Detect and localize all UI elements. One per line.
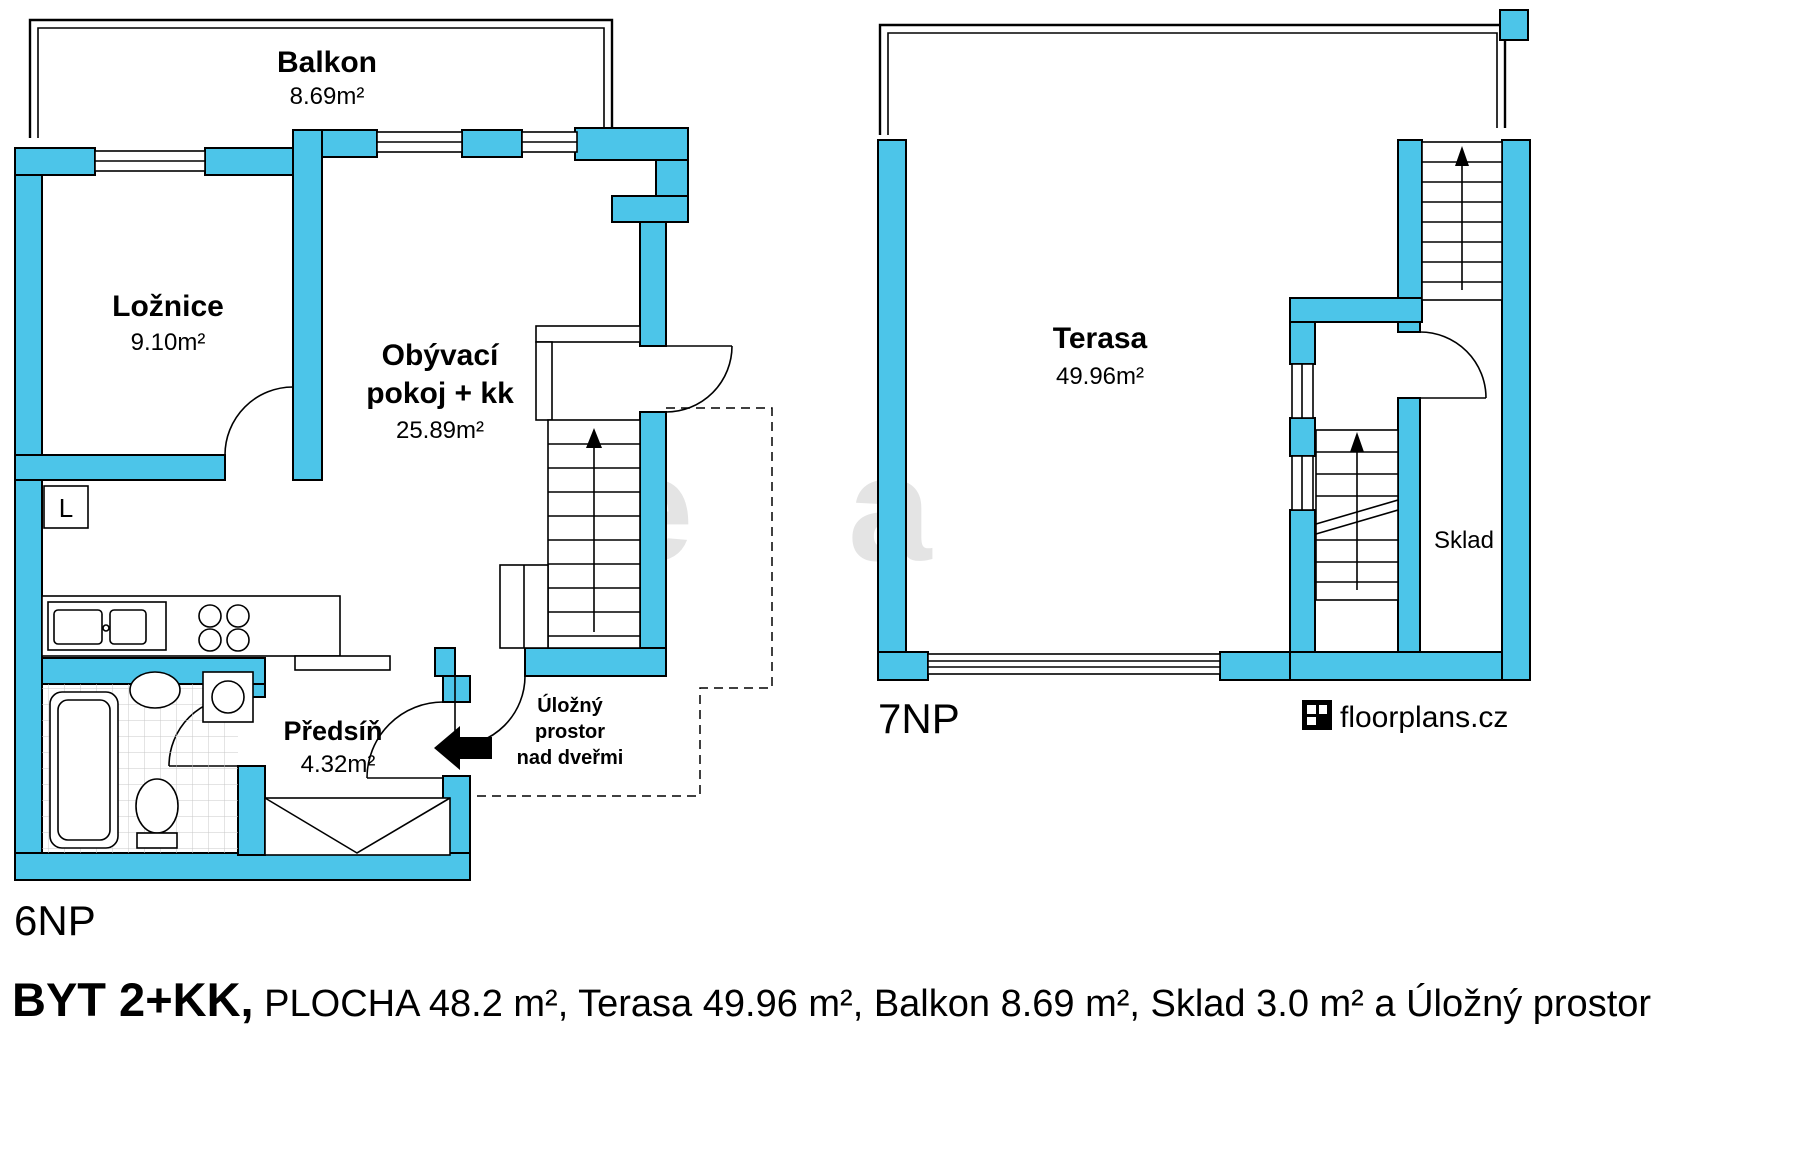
- windows-7np: [927, 363, 1314, 675]
- kitchen-l-label: L: [59, 493, 73, 523]
- entrance-arrow-icon: [434, 726, 492, 770]
- walls-6np: [14, 127, 689, 881]
- windows-6np: [94, 131, 578, 172]
- storage-note-line2: prostor: [535, 721, 605, 743]
- stairs-6np: [499, 325, 641, 649]
- floor-plan-6np: Balkon 8.69m² Ložnice 9.10m² Obývací pok…: [14, 18, 773, 944]
- storage-note-line1: Úložný: [537, 693, 603, 717]
- doors-7np: [1419, 331, 1487, 399]
- kitchen-fixtures: [41, 485, 391, 671]
- floor-label-6np: 6NP: [14, 897, 96, 944]
- floor-label-7np: 7NP: [878, 695, 960, 742]
- room-label-obyvaci-line2: pokoj + kk: [366, 377, 514, 410]
- caption-title: BYT 2+KK,: [12, 973, 254, 1026]
- room-area-obyvaci: 25.89m²: [396, 417, 484, 444]
- storage-dashed-outline: [470, 407, 773, 797]
- room-area-terasa: 49.96m²: [1056, 363, 1144, 390]
- room-label-terasa: Terasa: [1053, 322, 1148, 355]
- room-label-obyvaci-line1: Obývací: [382, 339, 500, 372]
- storage-note-line3: nad dveřmi: [517, 747, 624, 769]
- caption-details: PLOCHA 48.2 m², Terasa 49.96 m², Balkon …: [253, 983, 1652, 1025]
- bathroom-fixtures: [42, 671, 254, 853]
- room-label-balkon: Balkon: [277, 46, 377, 79]
- room-label-sklad: Sklad: [1434, 527, 1494, 554]
- walls-7np: [877, 9, 1531, 681]
- plan-caption: BYT 2+KK, PLOCHA 48.2 m², Terasa 49.96 m…: [12, 972, 1651, 1027]
- floor-plan-7np: Terasa 49.96m² Sklad 7NP floorplans.cz: [877, 9, 1531, 742]
- balcony-railing: [28, 18, 614, 138]
- room-area-predsin: 4.32m²: [301, 751, 376, 778]
- wardrobe: [264, 797, 451, 856]
- stairs-up-7np: [1421, 141, 1503, 301]
- room-label-predsin: Předsíň: [283, 716, 382, 746]
- stairs-down-7np: [1315, 429, 1399, 601]
- brand-name: floorplans.cz: [1340, 701, 1508, 734]
- room-area-balkon: 8.69m²: [290, 83, 365, 110]
- room-label-loznice: Ložnice: [112, 290, 224, 323]
- terrace-railing: [878, 23, 1507, 135]
- room-area-loznice: 9.10m²: [131, 329, 206, 356]
- floorplans-logo-icon: [1302, 700, 1332, 730]
